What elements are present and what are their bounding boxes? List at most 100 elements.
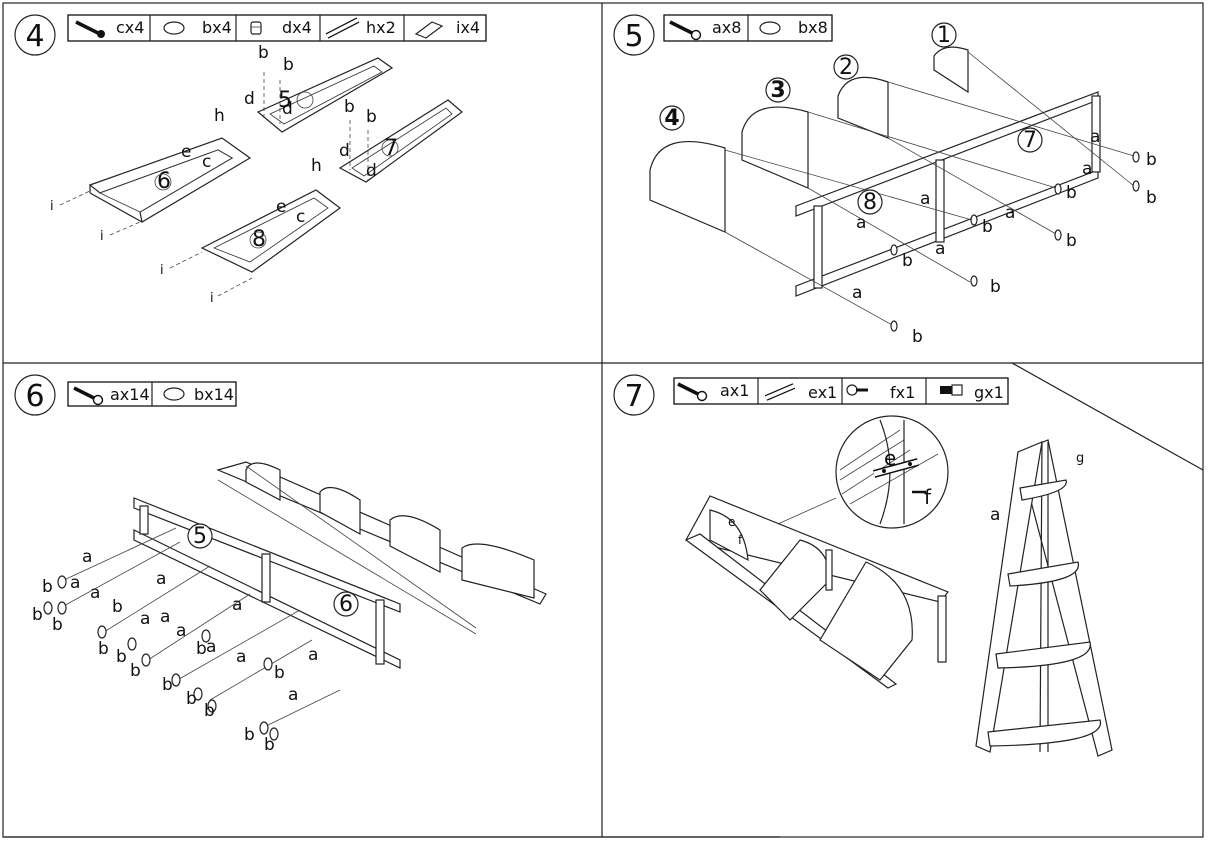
svg-text:b: b xyxy=(264,735,275,755)
svg-text:d: d xyxy=(366,161,377,181)
step-7-panel: 7 ax1 ex1 fx1 xyxy=(613,362,1204,757)
svg-text:e: e xyxy=(884,446,896,470)
svg-text:a: a xyxy=(990,505,1000,525)
svg-text:e: e xyxy=(276,197,286,217)
svg-text:b: b xyxy=(1066,231,1077,251)
screw-a-icon xyxy=(677,382,708,402)
step-number-circle xyxy=(613,14,655,56)
hardware-label: ax14 xyxy=(110,385,150,404)
svg-text:8: 8 xyxy=(863,190,877,215)
svg-text:7: 7 xyxy=(1023,128,1037,153)
svg-text:3: 3 xyxy=(770,78,785,103)
detail-magnifier xyxy=(741,415,949,541)
hardware-legend: ax14 bx14 xyxy=(67,381,237,407)
svg-text:b: b xyxy=(186,689,197,709)
shelf-unit-standing xyxy=(975,439,1113,757)
svg-text:b: b xyxy=(1146,150,1157,170)
svg-text:a: a xyxy=(206,637,216,657)
svg-text:e: e xyxy=(181,142,191,162)
hardware-label: fx1 xyxy=(890,383,915,402)
svg-text:a: a xyxy=(852,283,862,303)
anchor-g-icon xyxy=(940,384,963,396)
step-number: 4 xyxy=(25,19,44,54)
svg-text:i: i xyxy=(160,263,164,278)
svg-text:e: e xyxy=(728,515,735,529)
svg-text:f: f xyxy=(738,533,743,547)
svg-text:b: b xyxy=(283,55,294,75)
svg-text:5: 5 xyxy=(193,524,207,549)
svg-text:b: b xyxy=(42,577,53,597)
svg-text:b: b xyxy=(274,663,285,683)
shelf-unit-horizontal xyxy=(684,495,949,689)
svg-text:b: b xyxy=(116,647,127,667)
shelf-panels xyxy=(649,46,969,233)
plate-i-icon xyxy=(414,21,444,39)
svg-text:a: a xyxy=(1082,159,1092,179)
hardware-label: ix4 xyxy=(456,18,480,37)
svg-text:a: a xyxy=(236,647,246,667)
part-letters: b b d d h e c b b d d h e c i i i i xyxy=(50,43,377,306)
svg-text:a: a xyxy=(308,645,318,665)
svg-text:d: d xyxy=(282,99,293,119)
svg-text:a: a xyxy=(160,607,170,627)
svg-text:g: g xyxy=(1076,451,1084,466)
assembly-guides xyxy=(724,51,1135,327)
svg-text:b: b xyxy=(902,251,913,271)
svg-text:b: b xyxy=(1146,188,1157,208)
svg-text:a: a xyxy=(935,239,945,259)
svg-text:b: b xyxy=(258,43,269,63)
hardware-label: bx4 xyxy=(202,18,232,37)
svg-text:i: i xyxy=(100,229,104,244)
washers xyxy=(43,575,279,741)
nut-d-icon xyxy=(250,21,262,35)
svg-text:6: 6 xyxy=(339,592,353,617)
part-numbers: 1 2 3 4 7 8 xyxy=(659,22,1043,215)
washers xyxy=(890,151,1140,332)
hardware-label: ax1 xyxy=(720,381,749,400)
part-numbers: 5 6 xyxy=(187,523,359,617)
svg-text:b: b xyxy=(344,97,355,117)
part-number: 5 xyxy=(278,88,292,113)
hardware-label: dx4 xyxy=(282,18,312,37)
hardware-label: ax8 xyxy=(712,18,741,37)
bolt-h-icon xyxy=(325,17,360,39)
assembly-guides xyxy=(59,72,369,297)
svg-text:b: b xyxy=(244,725,255,745)
svg-text:b: b xyxy=(990,277,1001,297)
step-5-panel: 5 ax8 bx8 xyxy=(613,14,1157,347)
side-frame xyxy=(795,91,1101,297)
hardware-label: cx4 xyxy=(116,18,144,37)
step-number: 7 xyxy=(624,379,643,414)
assembly-guides xyxy=(59,527,341,729)
bracket-e-icon xyxy=(872,458,920,478)
frame-part-8 xyxy=(200,189,342,273)
svg-text:a: a xyxy=(176,621,186,641)
hardware-legend: ax1 ex1 fx1 gx1 xyxy=(673,377,1009,405)
svg-text:a: a xyxy=(288,685,298,705)
frame-part-6 xyxy=(88,137,252,223)
svg-text:b: b xyxy=(204,701,215,721)
step-4-panel: 4 cx4 bx4 dx4 xyxy=(14,14,487,306)
svg-text:a: a xyxy=(856,213,866,233)
svg-text:h: h xyxy=(311,156,322,176)
step-number-circle xyxy=(613,374,655,416)
svg-text:d: d xyxy=(339,141,350,161)
step-number: 6 xyxy=(25,379,44,414)
part-letters: a b a b b a b a a a a b b b a b a b a b … xyxy=(32,547,318,755)
svg-text:a: a xyxy=(1090,127,1100,147)
hardware-legend: ax8 bx8 xyxy=(663,14,833,42)
svg-text:b: b xyxy=(112,597,123,617)
svg-text:a: a xyxy=(156,569,166,589)
svg-text:2: 2 xyxy=(839,55,853,80)
svg-text:b: b xyxy=(32,605,43,625)
svg-text:a: a xyxy=(70,573,80,593)
hardware-legend: cx4 bx4 dx4 hx2 ix4 xyxy=(67,14,487,42)
svg-text:b: b xyxy=(982,217,993,237)
svg-text:a: a xyxy=(920,189,930,209)
washer-b-icon xyxy=(759,21,781,35)
svg-text:a: a xyxy=(1005,203,1015,223)
svg-text:b: b xyxy=(98,639,109,659)
hardware-label: bx8 xyxy=(798,18,828,37)
